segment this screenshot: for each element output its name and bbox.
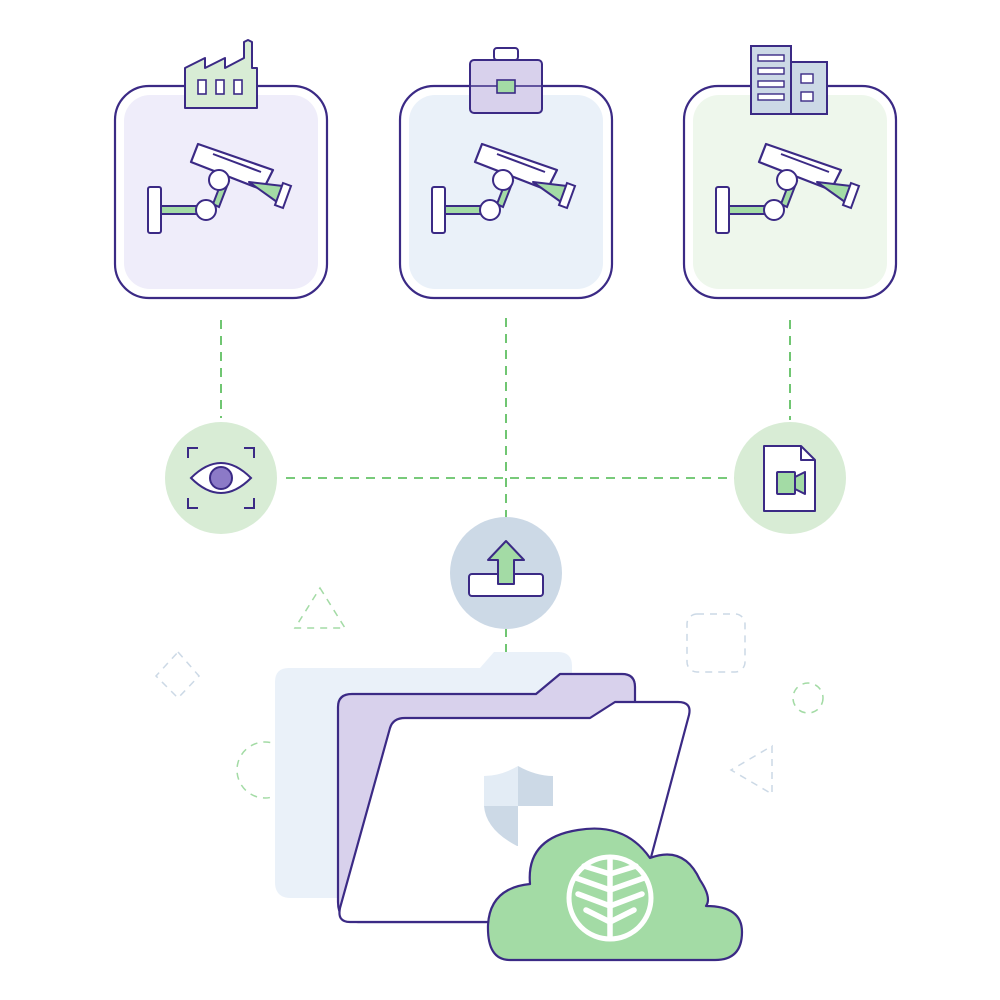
camera-card-building <box>682 45 898 300</box>
triangle-left-outline-icon <box>729 744 773 796</box>
eye-scan-icon <box>187 447 255 509</box>
triangle-outline-icon <box>293 586 347 629</box>
small-circle-outline-icon <box>792 682 824 714</box>
wasabi-logo <box>566 854 654 942</box>
diamond-outline-icon <box>154 650 201 700</box>
eye-scan-node <box>165 422 277 534</box>
camera-card-office <box>398 47 614 300</box>
camera-card-factory <box>113 39 329 300</box>
square-outline-icon <box>686 613 746 673</box>
briefcase-icon <box>469 47 543 114</box>
cloud-icon <box>486 827 744 962</box>
video-file-icon <box>763 445 816 512</box>
shield-icon <box>484 766 553 846</box>
upload-node <box>450 517 562 629</box>
factory-icon <box>184 39 258 109</box>
cloud-storage <box>486 827 744 962</box>
video-file-node <box>734 422 846 534</box>
upload-icon <box>468 540 544 597</box>
office-building-icon <box>750 45 828 115</box>
